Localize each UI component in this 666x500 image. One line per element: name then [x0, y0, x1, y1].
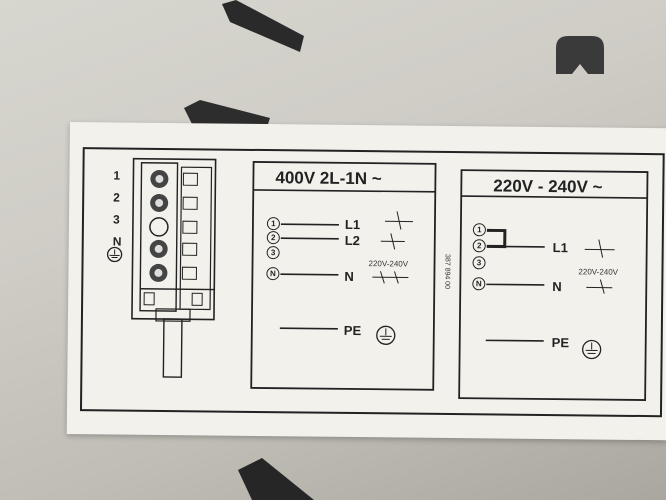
- terminal-number-2: 2: [113, 190, 120, 205]
- panel-400v-label-pe: PE: [343, 322, 362, 339]
- panel-400v-label-n: N: [344, 268, 354, 284]
- panel-220v-terminal-3: 3: [472, 256, 486, 270]
- panel-220v-wiring: [485, 228, 615, 342]
- panel-220v-terminal-2: 2: [472, 239, 486, 253]
- panel-220v-header: 220V - 240V ~: [493, 176, 603, 197]
- part-code: 387 894 00: [443, 253, 451, 290]
- wiring-diagram: [79, 147, 665, 418]
- slot-bottom: [238, 458, 314, 500]
- ground-symbol-220v: [581, 339, 602, 360]
- panel-400v-terminal-3: 3: [266, 246, 280, 260]
- panel-400v-header: 400V 2L-1N ~: [275, 168, 382, 189]
- slot-right: [556, 36, 604, 74]
- wiring-label: 1 2 3 N 400V 2L-1N ~ 1 2 3 N L1 L2 N PE …: [66, 122, 666, 441]
- panel-220v-voltage-note: 220V-240V: [578, 267, 619, 277]
- terminal-block-drawing: [131, 157, 217, 378]
- panel-400v-wiring: [279, 211, 413, 330]
- terminal-number-3: 3: [112, 212, 120, 227]
- panel-400v-label-l1: L1: [344, 216, 361, 233]
- panel-400v-terminal-2: 2: [266, 231, 280, 245]
- panel-400v-terminal-n: N: [266, 267, 280, 281]
- outer-frame: [79, 147, 665, 418]
- slot-top: [222, 0, 304, 52]
- panel-220v-terminal-n: N: [472, 277, 486, 291]
- terminal-number-n: N: [112, 234, 122, 249]
- panel-220v-terminal-1: 1: [472, 223, 486, 237]
- panel-220v-label-pe: PE: [551, 335, 570, 351]
- terminal-number-1: 1: [113, 168, 121, 183]
- ground-symbol-left: [106, 246, 123, 263]
- panel-400v-box: [250, 161, 437, 391]
- panel-220v-label-n: N: [552, 279, 562, 295]
- panel-400v-label-l2: L2: [344, 232, 361, 249]
- panel-220v-label-l1: L1: [552, 240, 568, 256]
- panel-400v-voltage-note: 220V-240V: [368, 259, 409, 269]
- panel-220v-box: [458, 169, 649, 401]
- panel-400v-terminal-1: 1: [266, 217, 281, 231]
- ground-symbol-400v: [376, 325, 396, 345]
